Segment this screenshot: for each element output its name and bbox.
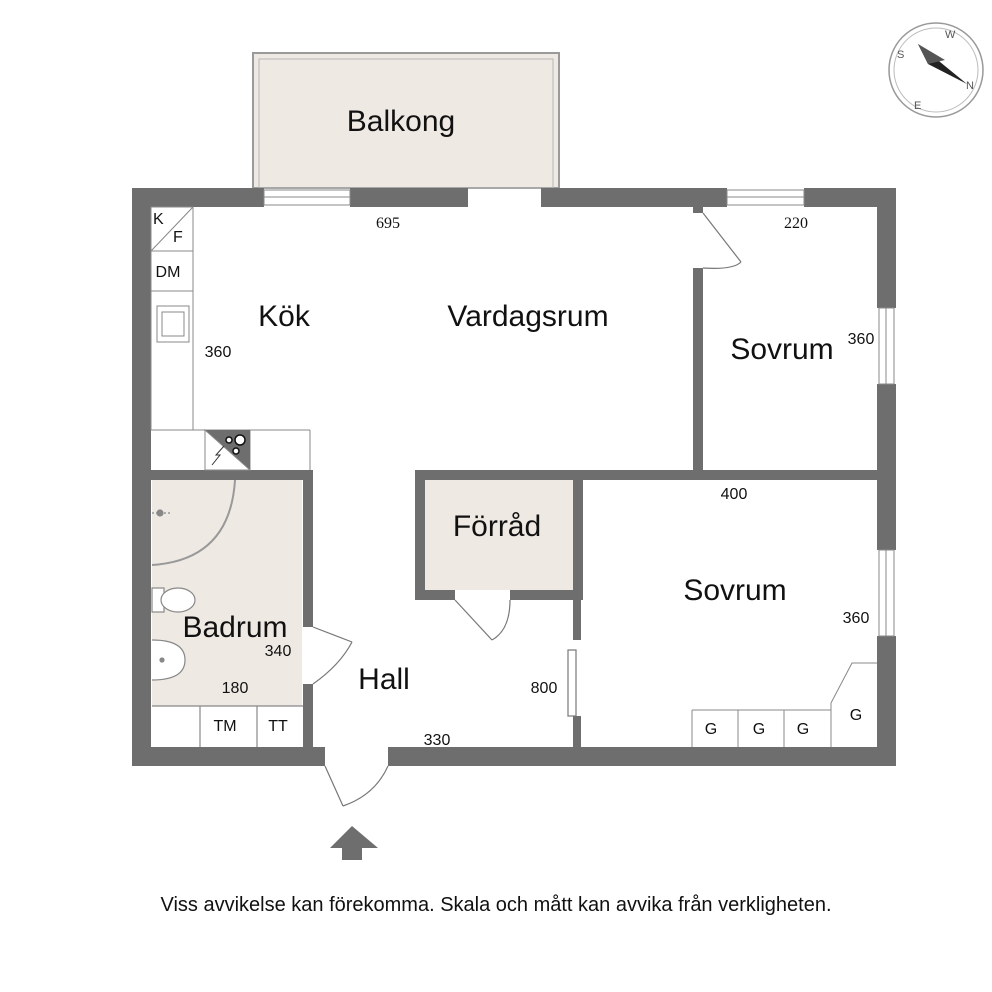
room-label-storage: Förråd [453, 510, 541, 543]
outer-walls [132, 188, 896, 766]
fixture-label-g4: G [850, 707, 862, 724]
compass-w-label: W [945, 29, 956, 41]
stove-icon [204, 428, 252, 471]
dim-bath-height: 340 [265, 643, 292, 660]
wardrobes [691, 662, 877, 747]
dim-top-bedroom: 220 [784, 215, 808, 232]
room-label-bedroom2: Sovrum [683, 574, 786, 607]
fixture-label-dm: DM [156, 264, 181, 281]
interior-walls [151, 207, 896, 747]
disclaimer-text: Viss avvikelse kan förekomma. Skala och … [160, 894, 832, 916]
doors [312, 212, 742, 807]
room-label-balcony: Balkong [347, 105, 455, 138]
fixture-label-g3: G [797, 721, 809, 738]
compass-icon [888, 22, 984, 118]
compass-n-label: N [966, 80, 974, 92]
storage-floor [425, 480, 573, 590]
dim-hall-width: 330 [424, 732, 451, 749]
bathroom-fixtures [151, 479, 303, 747]
fixture-label-k: K [153, 211, 164, 228]
room-label-hall: Hall [358, 663, 410, 696]
fixture-label-g1: G [705, 721, 717, 738]
dim-bedroom2-height: 360 [843, 610, 870, 627]
fixture-label-f: F [173, 229, 183, 246]
room-label-kitchen: Kök [258, 300, 311, 333]
room-label-bathroom: Badrum [182, 611, 287, 644]
balcony [252, 52, 560, 189]
dim-bedroom2-width: 400 [721, 486, 748, 503]
fixture-label-tt: TT [268, 718, 288, 735]
dim-hall-height: 800 [531, 680, 558, 697]
dim-top-living: 695 [376, 215, 400, 232]
dim-kitchen-height: 360 [205, 344, 232, 361]
windows [263, 189, 895, 637]
fixture-label-g2: G [753, 721, 765, 738]
entrance-arrow-icon [330, 826, 378, 860]
dim-bath-width: 180 [222, 680, 249, 697]
compass-s-label: S [897, 49, 904, 61]
dim-bedroom1-height: 360 [848, 331, 875, 348]
fixture-label-tm: TM [213, 718, 236, 735]
compass-e-label: E [914, 100, 921, 112]
room-label-living: Vardagsrum [447, 300, 608, 333]
room-label-bedroom1: Sovrum [730, 333, 833, 366]
